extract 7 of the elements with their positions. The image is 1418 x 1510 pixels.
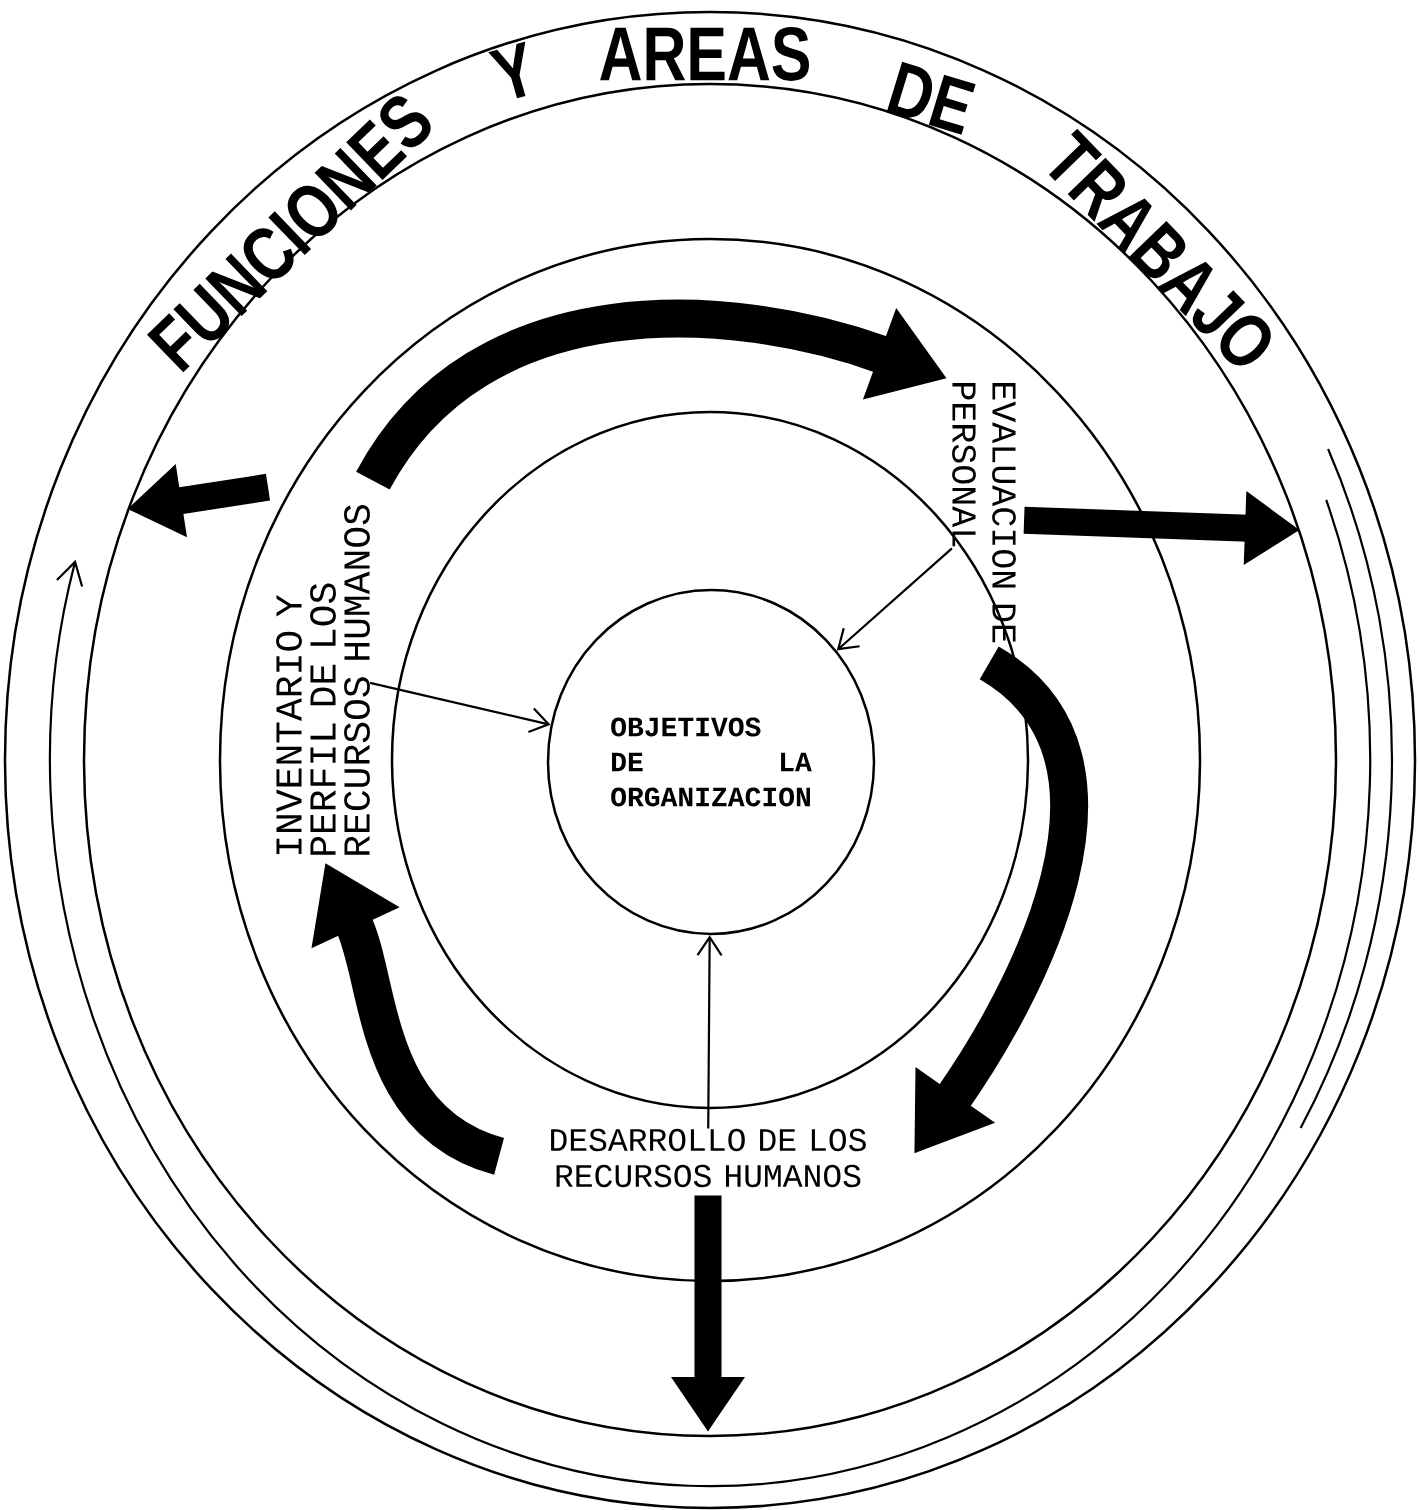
arrow (696, 935, 723, 1129)
arc-title-word: DE (886, 61, 976, 135)
arc-title-word: AREAS (600, 27, 809, 81)
arrow (369, 681, 551, 733)
arc-title-word: Y (488, 41, 526, 99)
ring-label: DESARROLLO DE LOS RECURSOS HUMANOS (551, 1128, 866, 1188)
ring-label: INVENTARIO Y PERFIL DE LOS RECURSOS HUMANOS (276, 505, 370, 855)
